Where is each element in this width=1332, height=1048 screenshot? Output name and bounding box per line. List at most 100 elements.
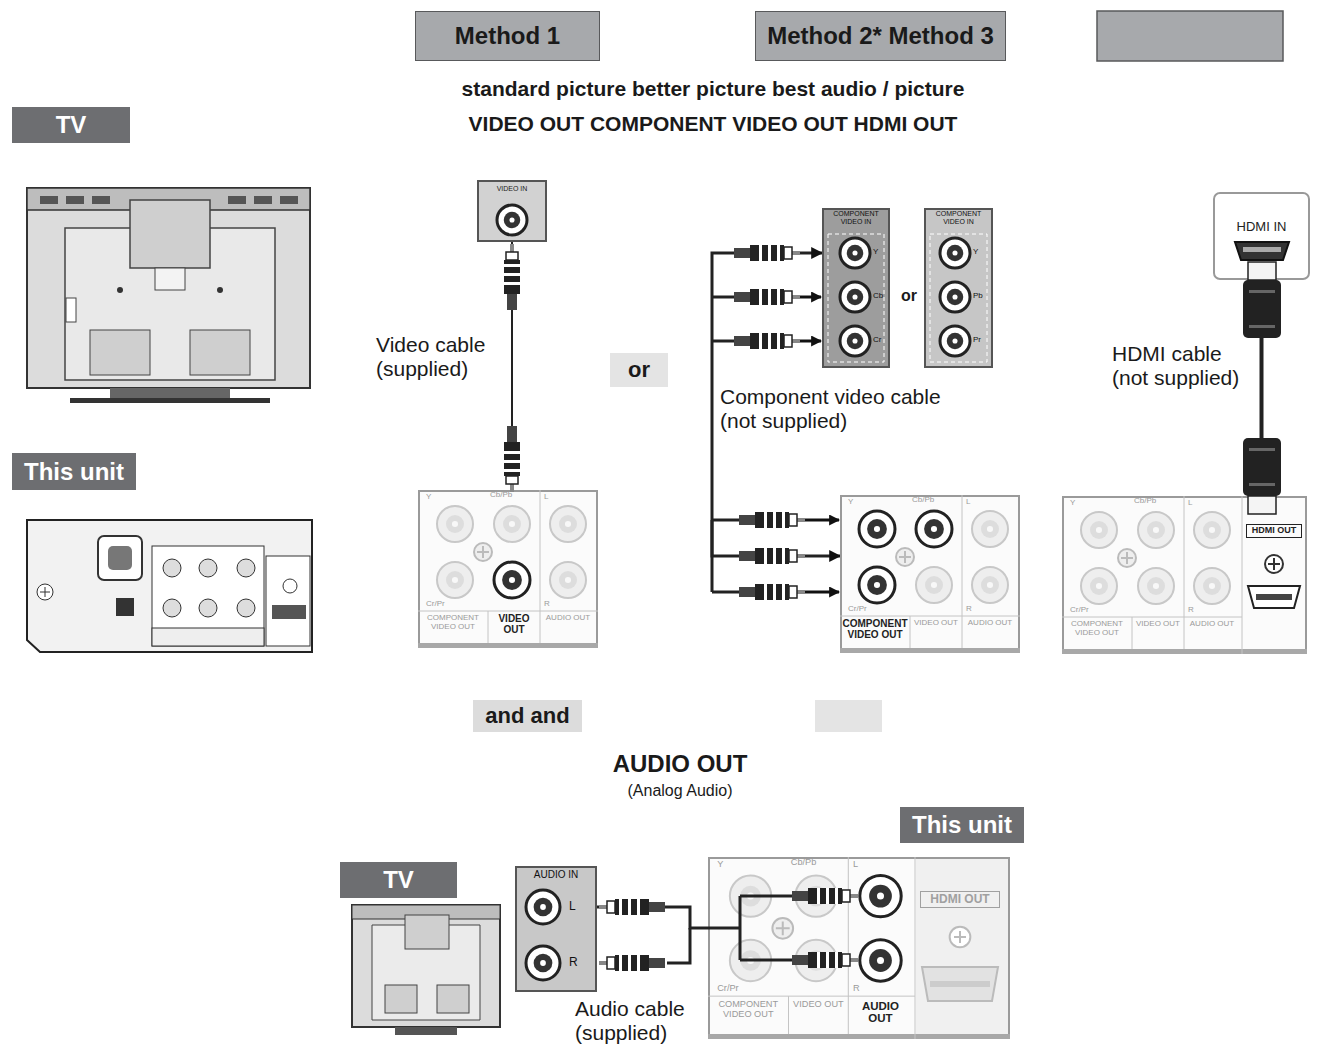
rca-plug <box>768 289 771 305</box>
rca-plug <box>835 952 838 968</box>
jack-panel-drawing <box>916 567 952 603</box>
rca-plug <box>504 442 520 476</box>
unit-rear-illustration <box>152 628 264 646</box>
group-label: VIDEO OUT <box>490 614 538 636</box>
cable-connector <box>1260 280 1264 496</box>
group-label: COMPONENT VIDEO OUT <box>418 614 488 631</box>
section-band: TV <box>340 862 457 898</box>
group-label: COMPONENT VIDEO OUT <box>1062 620 1132 637</box>
jack-plate <box>534 898 553 917</box>
hdmi-plug <box>1243 262 1281 338</box>
jack-panel-drawing <box>1153 527 1159 533</box>
jack-plate <box>940 238 970 268</box>
tv-rear-illustration <box>254 196 272 204</box>
jack-panel-drawing <box>452 577 458 583</box>
jack-panel-drawing <box>806 886 827 907</box>
rca-plug <box>792 339 800 343</box>
jack-panel-drawing <box>1090 521 1108 539</box>
jack-label: L <box>1188 499 1204 508</box>
rca-plug <box>619 899 622 915</box>
rca-plug <box>739 548 805 564</box>
rca-plug <box>842 954 850 966</box>
jack-plate <box>852 338 857 343</box>
jack-panel-drawing <box>1062 617 1242 618</box>
rca-plug <box>764 512 767 528</box>
jack-panel-drawing <box>747 893 754 900</box>
panel-heading: AUDIO IN <box>517 870 595 881</box>
jack-panel-drawing <box>446 515 464 533</box>
tv-rear-illustration <box>130 200 210 268</box>
rca-plug <box>507 426 517 442</box>
jack-panel-drawing <box>931 526 937 532</box>
jack-panel-drawing <box>1138 568 1174 604</box>
tv-rear-illustration <box>228 196 246 204</box>
jack-panel-drawing <box>867 575 887 595</box>
rca-plug <box>649 958 665 968</box>
rca-plug <box>628 899 631 915</box>
hdmi-plug <box>1249 325 1275 328</box>
rca-plug <box>792 888 858 904</box>
jack-plate <box>940 326 970 356</box>
rca-plug <box>835 888 838 904</box>
jack-panel-drawing <box>730 875 771 916</box>
jack-panel-drawing <box>813 893 820 900</box>
rca-plug <box>506 476 518 484</box>
tv-rear-illustration <box>110 388 230 398</box>
jack-panel-drawing <box>860 940 901 981</box>
jack-panel-drawing <box>1138 512 1174 548</box>
jack-panel-drawing <box>1203 577 1221 595</box>
rca-plug <box>782 548 785 564</box>
jack-panel-drawing <box>740 886 761 907</box>
hdmi-plug <box>1243 280 1281 338</box>
group-label: VIDEO OUT <box>1134 620 1182 629</box>
jack-panel-drawing <box>869 949 892 972</box>
jack-label: Cr <box>873 336 889 345</box>
unit-rear-illustration <box>98 536 142 580</box>
jack-label: L <box>966 498 982 507</box>
caption-text: (Analog Audio) <box>560 782 800 800</box>
jack-plate <box>947 333 964 350</box>
jack-panel-drawing <box>1194 512 1230 548</box>
hdmi-plug <box>1249 448 1275 451</box>
insert-arrow <box>805 519 839 522</box>
box-label: This unit <box>24 458 124 486</box>
rca-plug <box>504 426 520 492</box>
group-label: VIDEO OUT <box>791 1000 846 1010</box>
jack-panel-drawing <box>813 957 820 964</box>
jack-label: Y <box>1070 499 1086 508</box>
rca-plug <box>755 512 789 528</box>
port-label: HDMI OUT <box>1246 524 1302 538</box>
rca-plug <box>599 899 665 915</box>
rca-plug <box>599 955 665 971</box>
jack-panel-drawing <box>931 582 937 588</box>
jack-panel-drawing <box>910 616 911 653</box>
rca-plug <box>750 333 784 349</box>
rca-plug <box>734 248 750 258</box>
jack-panel-drawing <box>1063 497 1306 653</box>
tv-rear-illustration <box>90 330 150 375</box>
audio-in-panel: AUDIO INLR <box>515 866 597 992</box>
rca-plug <box>607 901 615 913</box>
jack-panel-drawing <box>565 521 571 527</box>
jack-panel-drawing <box>565 577 571 583</box>
jack-panel-drawing <box>924 519 944 539</box>
jack-panel-drawing <box>848 857 849 1039</box>
jack-panel-drawing <box>795 875 836 916</box>
section-band: This unit <box>12 453 136 490</box>
jack-label: Cb/Pb <box>791 858 842 868</box>
jack-panel-drawing <box>1265 555 1283 573</box>
jack-panel-drawing <box>1256 594 1292 600</box>
rca-plug <box>792 251 800 255</box>
rca-plug <box>607 957 615 969</box>
rca-plug <box>510 244 514 252</box>
port-plate <box>1243 247 1281 252</box>
jack-panel-drawing <box>559 571 577 589</box>
rca-plug <box>782 584 785 600</box>
group-label: AUDIO OUT <box>962 619 1018 628</box>
rca-plug <box>797 554 805 558</box>
rca-plug <box>504 282 520 285</box>
rca-plug <box>782 512 785 528</box>
method-box: Method 1 <box>415 11 600 61</box>
tv-rear-illustration <box>117 287 123 293</box>
video-in-jack: VIDEO IN <box>477 180 547 242</box>
